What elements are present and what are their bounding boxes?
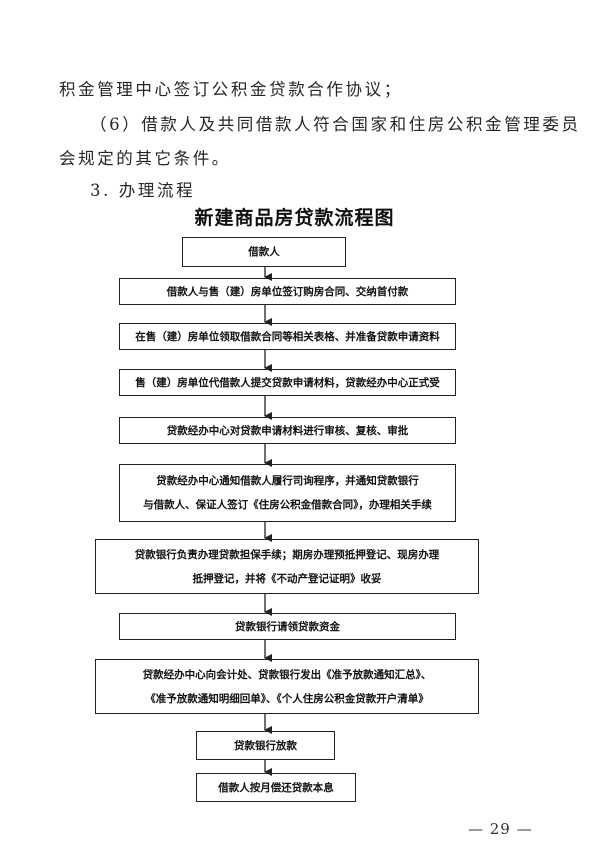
flow-step-9-line-1: 贷款经办中心向会计处、贷款银行发出《准予放款通知汇总》、 [142,668,432,681]
flow-step-2-line-1: 借款人与售（建）房单位签订购房合同、交纳首付款 [166,285,409,298]
flow-step-11-line-1: 借款人按月偿还贷款本息 [218,781,334,794]
flow-step-11: 借款人按月偿还贷款本息 [196,773,356,802]
paragraph-continuation: 积金管理中心签订公积金贷款合作协议； [59,80,403,99]
flow-step-2: 借款人与售（建）房单位签订购房合同、交纳首付款 [119,278,456,305]
flow-step-5-line-1: 贷款经办中心对贷款申请材料进行审核、复核、审批 [166,424,409,437]
flow-step-7-line-1: 贷款银行负责办理贷款担保手续；期房办理预抵押登记、现房办理 [134,548,440,561]
flow-step-8: 贷款银行请领贷款资金 [119,613,456,640]
flow-step-7: 贷款银行负责办理贷款担保手续；期房办理预抵押登记、现房办理 抵押登记，并将《不动… [95,539,479,594]
flow-step-3-line-1: 在售（建）房单位领取借款合同等相关表格、并准备贷款申请资料 [135,330,440,343]
page-number: — 29 — [468,820,533,838]
flow-step-10: 贷款银行放款 [196,731,335,760]
flow-step-6-line-2: 与借款人、保证人签订《住房公积金借款合同》，办理相关手续 [143,499,432,511]
flowchart-title: 新建商品房贷款流程图 [194,207,395,229]
section-heading: 3. 办理流程 [90,181,196,200]
flow-step-6: 贷款经办中心通知借款人履行司询程序，并通知贷款银行 与借款人、保证人签订《住房公… [119,464,456,522]
flow-step-4-line-1: 售（建）房单位代借款人提交贷款申请材料，贷款经办中心正式受 [135,376,440,389]
paragraph-condition-6: （6）借款人及共同借款人符合国家和住房公积金管理委员 [90,115,581,134]
flow-step-5: 贷款经办中心对贷款申请材料进行审核、复核、审批 [119,417,456,444]
flow-step-1-line-1: 借款人 [248,246,280,258]
flow-step-7-line-2: 抵押登记，并将《不动产登记证明》收妥 [192,572,382,585]
flow-step-4: 售（建）房单位代借款人提交贷款申请材料，贷款经办中心正式受 [119,369,456,396]
flow-step-6-line-1: 贷款经办中心通知借款人履行司询程序，并通知贷款银行 [156,475,419,487]
flow-step-8-line-1: 贷款银行请领贷款资金 [235,620,340,633]
flow-step-9-line-2: 《准予放款通知明细回单》、《个人住房公积金贷款开户清单》 [145,692,429,705]
flow-step-1: 借款人 [182,237,346,267]
flow-step-9: 贷款经办中心向会计处、贷款银行发出《准予放款通知汇总》、 《准予放款通知明细回单… [95,659,479,714]
paragraph-condition-6-continued: 会规定的其它条件。 [59,149,231,168]
flow-step-3: 在售（建）房单位领取借款合同等相关表格、并准备贷款申请资料 [119,323,456,350]
flow-step-10-line-1: 贷款银行放款 [234,739,297,752]
